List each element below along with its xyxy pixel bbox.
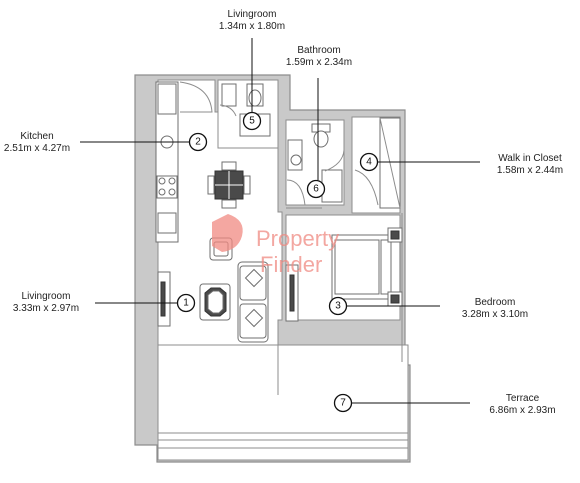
room-size: 3.28m x 3.10m xyxy=(461,309,529,320)
label-bedroom: Bedroom 3.28m x 3.10m xyxy=(440,297,550,321)
label-livingroom-main: Livingroom 3.33m x 2.97m xyxy=(0,291,92,315)
marker-1: 1 xyxy=(176,293,196,313)
svg-text:1: 1 xyxy=(183,298,189,309)
room-name: Kitchen xyxy=(20,131,54,142)
kitchen-sink xyxy=(157,212,177,234)
svg-text:6: 6 xyxy=(313,184,319,195)
marker-6: 6 xyxy=(306,179,326,199)
cooktop xyxy=(156,175,178,199)
watermark-text-2: Finder xyxy=(260,252,322,277)
entry-door xyxy=(179,81,213,113)
svg-text:5: 5 xyxy=(249,116,255,127)
label-walk-in-closet: Walk in Closet 1.58m x 2.44m xyxy=(480,153,580,177)
label-kitchen: Kitchen 2.51m x 4.27m xyxy=(0,131,77,155)
svg-text:7: 7 xyxy=(340,398,346,409)
dining-table xyxy=(207,161,251,209)
label-bathroom: Bathroom 1.59m x 2.34m xyxy=(264,45,374,69)
marker-7: 7 xyxy=(333,393,353,413)
room-name: Livingroom xyxy=(21,291,71,302)
room-size: 6.86m x 2.93m xyxy=(489,405,556,416)
coffee-table xyxy=(199,283,231,321)
terrace-ledge xyxy=(157,439,409,461)
watermark-logo: Property Finder xyxy=(212,214,339,277)
room-size: 1.34m x 1.80m xyxy=(218,21,286,32)
svg-text:4: 4 xyxy=(366,157,372,168)
room-name: Walk in Closet xyxy=(498,153,562,164)
room-name: Livingroom xyxy=(227,9,277,20)
terrace-area xyxy=(157,344,409,446)
room-size: 3.33m x 2.97m xyxy=(12,303,80,314)
label-livingroom-top: Livingroom 1.34m x 1.80m xyxy=(192,9,312,33)
sofa xyxy=(237,261,269,343)
bed xyxy=(331,227,403,307)
room-size: 2.51m x 4.27m xyxy=(3,143,71,154)
svg-text:3: 3 xyxy=(335,301,341,312)
marker-4: 4 xyxy=(359,152,379,172)
svg-text:2: 2 xyxy=(195,137,201,148)
label-terrace: Terrace 6.86m x 2.93m xyxy=(470,393,575,417)
marker-5: 5 xyxy=(242,111,262,131)
marker-3: 3 xyxy=(328,296,348,316)
room-name: Bedroom xyxy=(474,297,516,308)
kitchen-counter xyxy=(155,81,179,243)
marker-2: 2 xyxy=(188,132,208,152)
room-name: Terrace xyxy=(505,393,540,404)
room-name: Bathroom xyxy=(297,45,341,56)
room-size: 1.58m x 2.44m xyxy=(496,165,564,176)
room-size: 1.59m x 2.34m xyxy=(285,57,353,68)
watermark-text-1: Property xyxy=(256,226,339,251)
